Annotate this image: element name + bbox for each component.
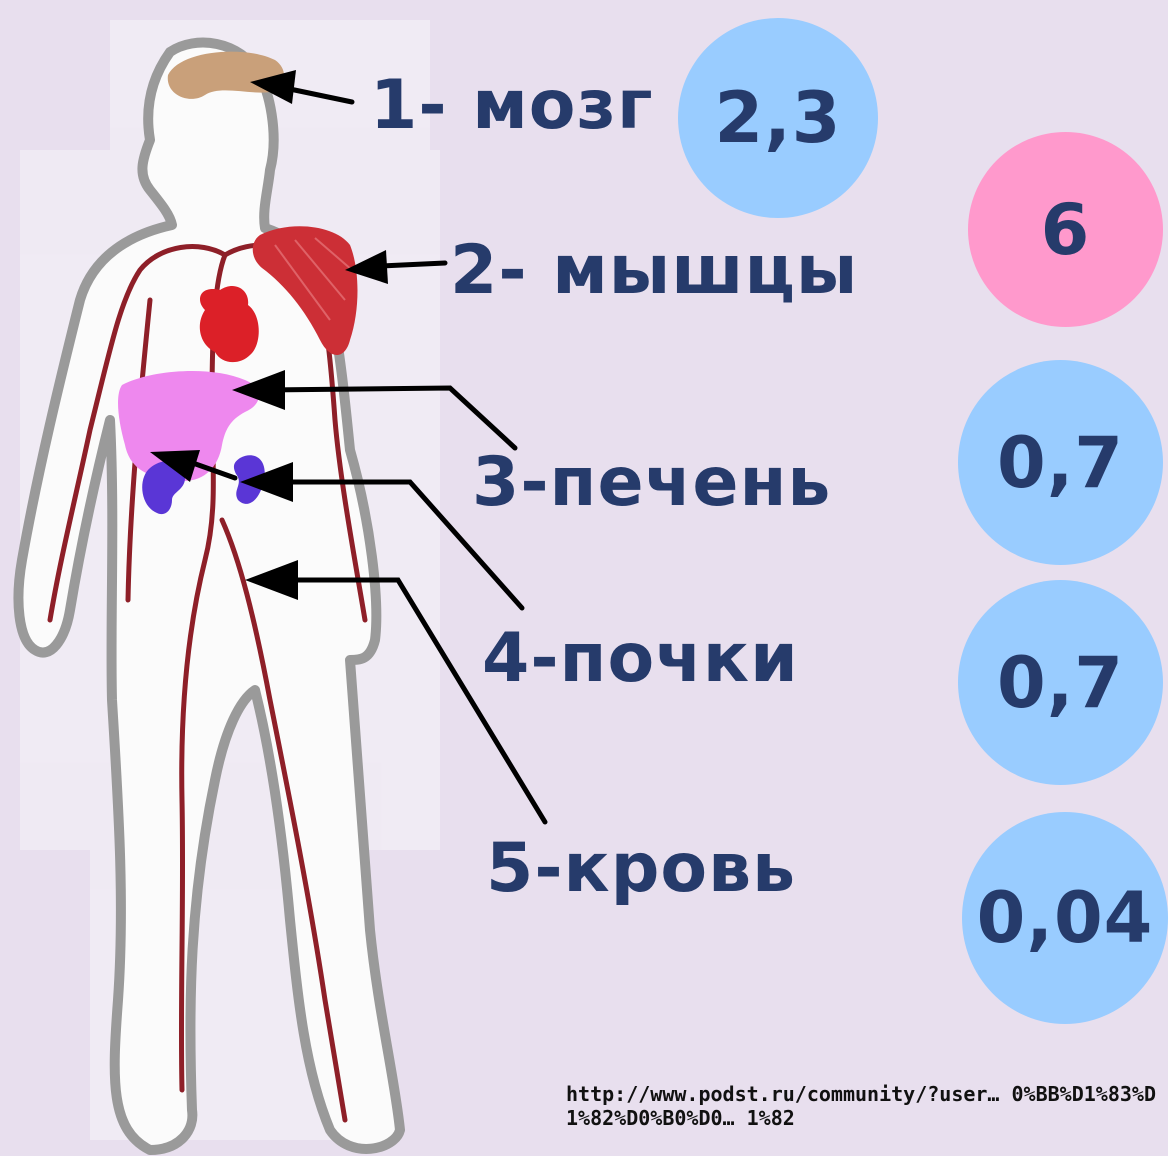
value-circle-muscles: 6 (968, 132, 1163, 327)
label-brain: 1- мозг (370, 72, 654, 140)
value-circle-blood: 0,04 (962, 812, 1168, 1024)
label-liver: 3-печень (472, 449, 831, 517)
value-circle-liver: 0,7 (958, 360, 1163, 565)
label-blood: 5-кровь (486, 835, 796, 903)
value-circle-kidneys: 0,7 (958, 580, 1163, 785)
value-circle-brain: 2,3 (678, 18, 878, 218)
source-url-link[interactable]: http://www.podst.ru/community/?user… 0%B… (566, 1082, 1168, 1156)
label-muscles: 2- мышцы (450, 237, 858, 305)
label-kidneys: 4-почки (482, 625, 799, 693)
